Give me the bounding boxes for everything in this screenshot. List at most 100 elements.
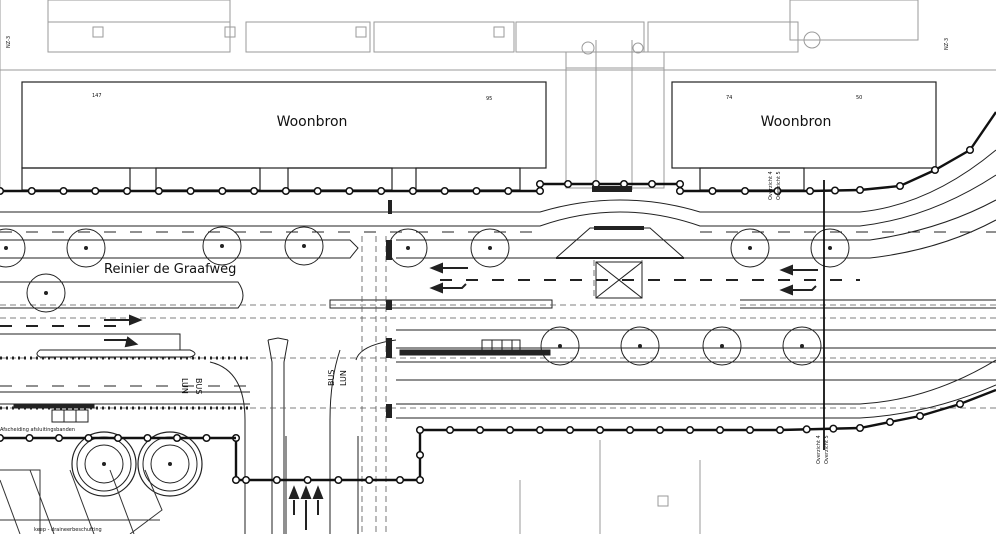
tree [284, 226, 324, 266]
fence-post [218, 186, 227, 196]
bus-stop-shelter [399, 339, 551, 356]
tree [730, 228, 770, 268]
background-buildings [0, 0, 996, 190]
fence-post [715, 425, 725, 435]
fence-post [415, 425, 425, 435]
fence-post [365, 475, 374, 485]
building-woonbron-east [671, 81, 937, 191]
fence-post [313, 186, 322, 196]
tree [66, 228, 106, 268]
fence-post [773, 186, 782, 196]
fence-post [855, 185, 865, 195]
fence-post [535, 179, 545, 189]
street-name-label: Reinier de Graafweg [104, 262, 236, 277]
road-marking-text: LUN [339, 370, 348, 386]
fence-post [281, 186, 290, 196]
fence-post [84, 433, 93, 443]
building-number: 95 [486, 96, 492, 102]
fence-post [172, 433, 182, 443]
crossing-box [556, 257, 684, 299]
fence-post [855, 423, 865, 433]
tree [620, 326, 660, 366]
fence-post [565, 425, 575, 435]
road-marking-text: LUN [180, 378, 189, 394]
fence-post [272, 475, 281, 485]
tree [810, 228, 850, 268]
section-marker-label: Overzicht 4 [768, 171, 774, 200]
paving-strip [592, 186, 632, 192]
fence-post [685, 425, 695, 435]
fence-post [59, 186, 68, 196]
fence-post [440, 186, 449, 196]
fence-post [915, 411, 925, 421]
fence-post [625, 425, 635, 435]
section-marker-label: Overzicht 5 [824, 435, 830, 464]
fence-post [303, 475, 312, 485]
dotted-stop-lines [0, 356, 250, 410]
building-number: 147 [92, 93, 102, 99]
tree-canopy [137, 431, 203, 497]
fence-post [475, 425, 485, 435]
fence-post [675, 186, 685, 196]
edge-label: NZ-3 [944, 38, 950, 50]
direction-arrows [104, 262, 818, 530]
tree [84, 444, 124, 484]
fence-post [895, 181, 905, 191]
fence-post [408, 186, 417, 196]
fence-post [241, 475, 251, 485]
fence-post [655, 425, 665, 435]
tree [540, 326, 580, 366]
fence-post [395, 475, 405, 485]
section-marker-label: Overzicht 5 [776, 171, 782, 200]
fence-post [202, 433, 211, 443]
fence-post [829, 424, 838, 433]
fence-post [504, 186, 513, 196]
fence-post [0, 186, 5, 196]
fence-post [595, 425, 605, 435]
legend-label: Afscheiding afsluitingsbanden [0, 427, 75, 433]
fence-post [505, 425, 515, 435]
fence-post [535, 425, 545, 435]
tree [782, 326, 822, 366]
tree [470, 228, 510, 268]
tree [702, 326, 742, 366]
fence-post [445, 425, 455, 435]
fence-post [802, 425, 811, 434]
fence-post [143, 433, 152, 443]
parking-hatch [0, 469, 163, 534]
fence-post [345, 186, 354, 196]
lane-markings [0, 231, 996, 387]
fence-post [377, 186, 386, 196]
building-label-woonbron-1: Woonbron [277, 114, 348, 130]
fence-post [91, 186, 100, 196]
fence [0, 433, 236, 443]
fence-post [535, 186, 545, 196]
road-edges [0, 149, 996, 534]
tree [26, 273, 66, 313]
fence-post [745, 425, 755, 435]
fence-post [805, 186, 815, 196]
edge-label: NZ-3 [6, 36, 12, 48]
fences [0, 111, 996, 485]
fence-post [647, 179, 657, 189]
tree [150, 444, 190, 484]
tree-canopy [71, 431, 137, 497]
fence [0, 111, 996, 196]
fence-post [113, 433, 123, 443]
ground-markers [519, 440, 701, 534]
fence-post [123, 186, 132, 196]
fence-post [186, 186, 195, 196]
fence-post [250, 186, 259, 196]
trees [0, 226, 850, 497]
legend-box [13, 403, 95, 423]
traffic-light-poles [386, 200, 392, 418]
fence [231, 388, 996, 485]
fence-post [334, 475, 343, 485]
fence-post [25, 433, 34, 443]
fence-post [54, 433, 64, 443]
fence-post [708, 186, 717, 196]
fence-post [740, 186, 750, 196]
fence-post [675, 179, 685, 189]
